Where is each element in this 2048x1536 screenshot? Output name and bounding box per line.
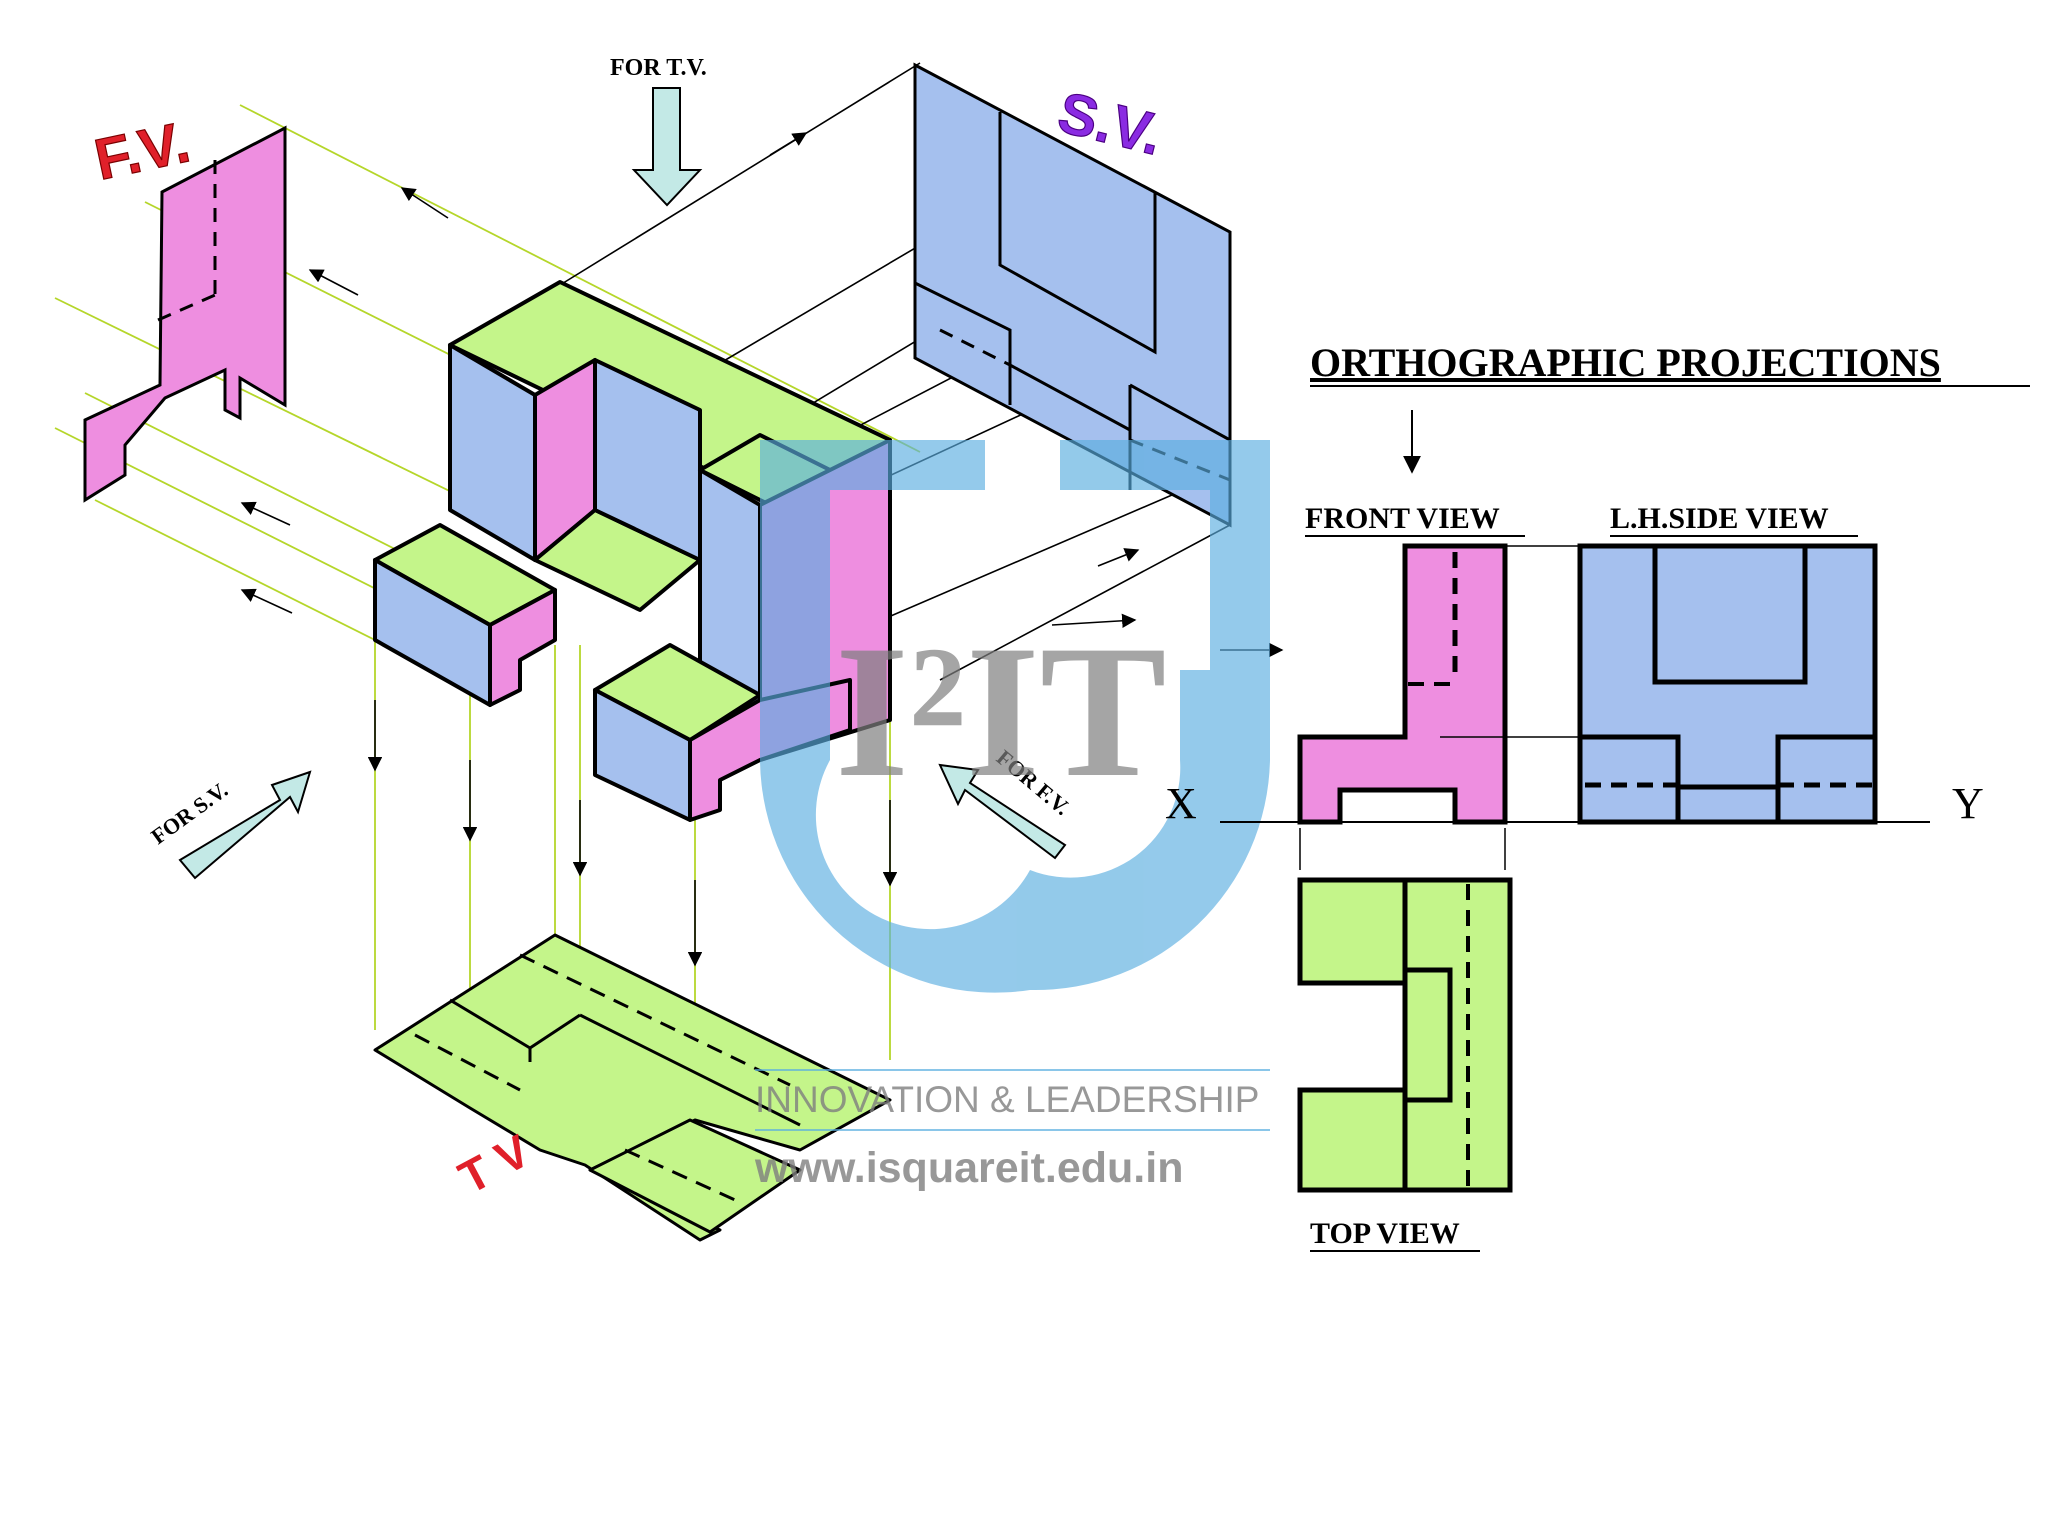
- y-label: Y: [1952, 779, 1984, 828]
- title: ORTHOGRAPHIC PROJECTIONS: [1310, 340, 1941, 385]
- view-alignment-lines: [1299, 545, 1580, 870]
- fv-plane: [83, 125, 287, 503]
- for-tv-label: FOR T.V.: [610, 55, 707, 81]
- look-arrow-fv: [938, 763, 1067, 860]
- watermark-logo-text: I²IT: [835, 607, 1167, 817]
- look-arrow-sv: [178, 770, 312, 880]
- watermark-tagline: INNOVATION & LEADERSHIP: [755, 1079, 1259, 1120]
- front-view-label: FRONT VIEW: [1305, 502, 1500, 535]
- side-view: [1577, 543, 1878, 825]
- fv-big-label: F.V.: [89, 109, 195, 192]
- look-arrow-tv: [631, 87, 703, 207]
- top-view-label: TOP VIEW: [1310, 1217, 1460, 1250]
- tv-plane: [373, 933, 892, 1242]
- side-view-label: L.H.SIDE VIEW: [1610, 502, 1829, 535]
- front-view: [1297, 543, 1508, 825]
- watermark-logo: [760, 440, 1270, 993]
- top-view: [1297, 877, 1513, 1193]
- x-label: X: [1165, 779, 1197, 828]
- watermark-url: www.isquareit.edu.in: [754, 1144, 1183, 1192]
